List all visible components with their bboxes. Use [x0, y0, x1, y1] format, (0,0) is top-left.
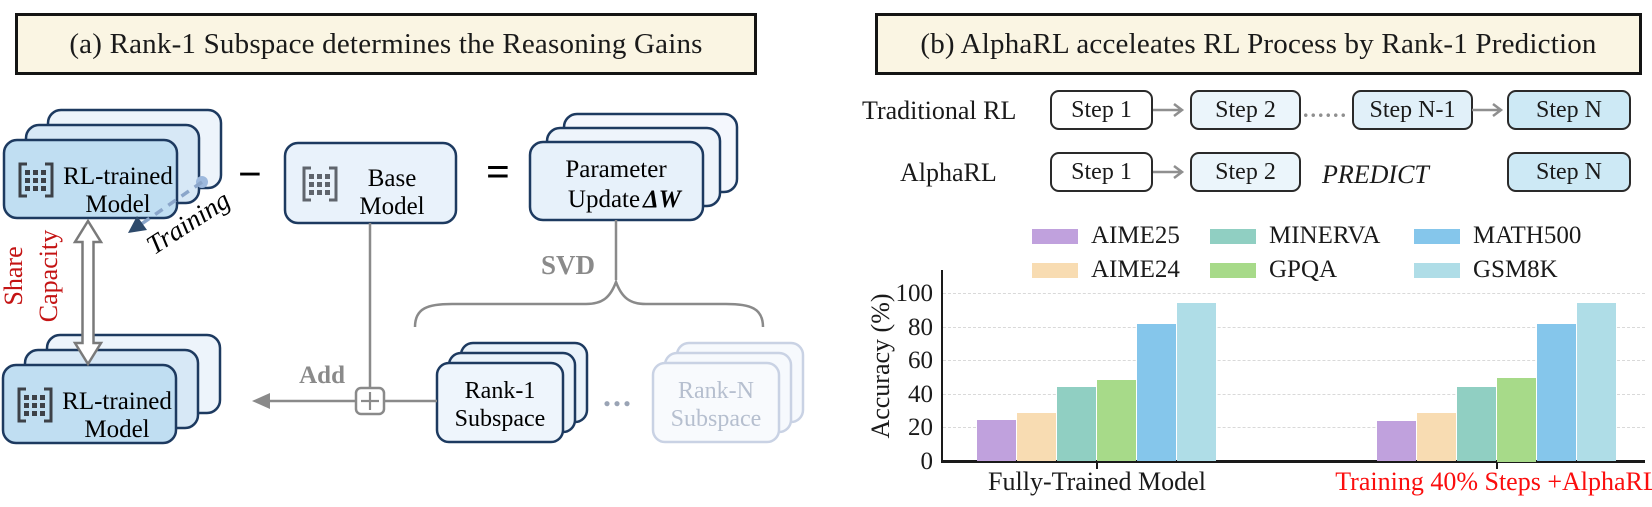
gridline [943, 427, 1645, 429]
traditional-rl-label: Traditional RL [862, 96, 1017, 125]
legend-item-aime24: AIME24 [1032, 253, 1210, 287]
rankn-label-line1: Rank-N [678, 378, 754, 404]
legend-item-aime25: AIME25 [1032, 219, 1210, 253]
bar-minerva-group1 [1057, 387, 1096, 462]
bar-math500-group1 [1137, 323, 1176, 462]
plus-box-icon [354, 386, 386, 416]
subspace-ellipsis: ... [603, 377, 633, 413]
legend-swatch-icon [1032, 262, 1078, 278]
flow-ellipsis: ...... [1303, 97, 1348, 122]
rl-model-top-stack: RL-trained Model [2, 108, 223, 220]
legend-swatch-icon [1210, 262, 1256, 278]
rl-model-bottom-label-line2: Model [84, 416, 149, 443]
equals-operator: = [486, 150, 510, 196]
rl-model-top-label-line2: Model [85, 191, 150, 218]
legend-label: MATH500 [1473, 222, 1582, 249]
bar-gsm8k-group1 [1177, 303, 1216, 462]
legend-swatch-icon [1210, 228, 1256, 244]
bar-gpqa-group2 [1497, 377, 1536, 462]
bar-aime24-group1 [1017, 413, 1056, 462]
rank1-label-line2: Subspace [455, 406, 546, 432]
trad-step-n-1: Step N-1 [1352, 90, 1473, 130]
legend-swatch-icon [1414, 262, 1460, 278]
parameter-update-stack: Parameter Update ΔW [528, 112, 739, 222]
x-axis-line [940, 460, 1645, 463]
legend-swatch-icon [1414, 228, 1460, 244]
delta-w-label: ΔW [642, 186, 683, 213]
add-arrow-left [252, 393, 356, 409]
rl-model-top-label-line1: RL-trained [63, 163, 173, 190]
legend-label: GPQA [1269, 256, 1338, 283]
arrow-right-icon [1153, 165, 1185, 179]
share-capacity-label-line1: Share [0, 246, 28, 305]
bar-gsm8k-group2 [1577, 302, 1616, 462]
minus-operator: − [238, 152, 262, 198]
predict-label: PREDICT [1322, 160, 1429, 189]
legend-item-math500: MATH500 [1414, 219, 1581, 253]
add-label: Add [299, 362, 345, 389]
legend-label: MINERVA [1269, 222, 1381, 249]
arrow-right-icon [1153, 103, 1185, 117]
legend-label: GSM8K [1473, 256, 1558, 283]
rl-model-bottom-label-line1: RL-trained [62, 388, 172, 415]
group-label-1: Fully-Trained Model [988, 467, 1206, 496]
base-model-label-line2: Model [359, 193, 424, 220]
base-model-card: Base Model [283, 141, 458, 225]
gridline [943, 360, 1645, 362]
group-label-2: Training 40% Steps +AlphaRL [1335, 467, 1652, 496]
rl-model-bottom-stack: RL-trained Model [1, 333, 222, 445]
legend-label: AIME24 [1091, 256, 1180, 283]
alpha-step-n: Step N [1507, 152, 1631, 192]
param-update-label-line2: Update [568, 186, 640, 213]
svd-label: SVD [541, 250, 595, 280]
base-model-label-line1: Base [368, 165, 417, 192]
bar-aime24-group2 [1417, 413, 1456, 462]
legend-label: AIME25 [1091, 222, 1180, 249]
xtick [1096, 461, 1098, 469]
y-axis-line [940, 270, 943, 462]
trad-step-1: Step 1 [1050, 90, 1153, 130]
panel-a-title: (a) Rank-1 Subspace determines the Reaso… [15, 13, 757, 75]
rankn-label-line2: Subspace [671, 406, 762, 432]
bar-aime25-group2 [1377, 421, 1416, 462]
svd-brace [413, 278, 765, 328]
panel-b-title: (b) AlphaRL acceleates RL Process by Ran… [875, 13, 1642, 75]
arrow-right-icon [1472, 103, 1504, 117]
rank1-label-line1: Rank-1 [465, 378, 536, 404]
trad-step-n: Step N [1507, 90, 1631, 130]
gridline [943, 293, 1645, 295]
legend-item-gsm8k: GSM8K [1414, 253, 1581, 287]
trad-step-2: Step 2 [1190, 90, 1301, 130]
panel-a-diagram: RL-trained Model − Base Model = Paramete… [0, 108, 805, 445]
alpharl-label: AlphaRL [900, 158, 997, 187]
param-update-label-line1: Parameter [565, 156, 667, 183]
bar-math500-group2 [1537, 323, 1576, 462]
legend-swatch-icon [1032, 228, 1078, 244]
y-axis-title: Accuracy (%) [866, 293, 895, 439]
gridline [943, 326, 1645, 328]
xtick [1496, 461, 1498, 469]
share-capacity-double-arrow [72, 218, 104, 367]
bar-gpqa-group1 [1097, 380, 1136, 462]
rank1-subspace-stack: Rank-1 Subspace [435, 341, 589, 444]
gridline [943, 393, 1645, 395]
legend-item-gpqa: GPQA [1210, 253, 1414, 287]
rankn-subspace-stack: Rank-N Subspace [651, 341, 805, 444]
alpha-step-2: Step 2 [1190, 152, 1301, 192]
legend-item-minerva: MINERVA [1210, 219, 1414, 253]
share-capacity-label-line2: Capacity [34, 230, 63, 322]
bar-aime25-group1 [977, 420, 1016, 462]
alpha-step-1: Step 1 [1050, 152, 1153, 192]
bar-minerva-group2 [1457, 387, 1496, 462]
training-arrow [128, 176, 208, 233]
